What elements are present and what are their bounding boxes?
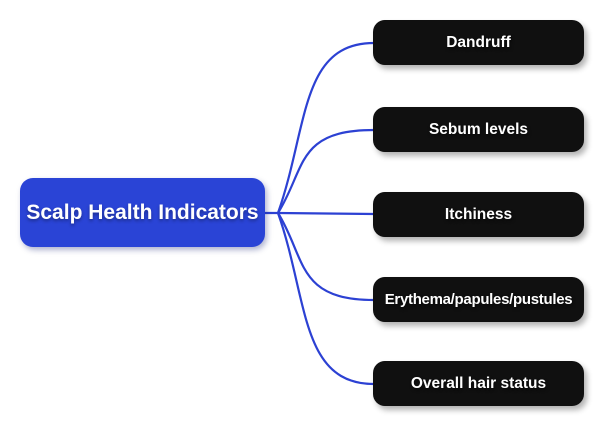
branch-node-overall-hair-status[interactable]: Overall hair status: [373, 361, 584, 406]
branch-node-erythema-papules-pustules[interactable]: Erythema/papules/pustules: [373, 277, 584, 322]
connector-erythema: [276, 211, 376, 302]
branch-node-label: Overall hair status: [410, 374, 547, 392]
root-node-label: Scalp Health Indicators: [26, 200, 259, 224]
branch-node-label: Sebum levels: [428, 120, 529, 138]
root-node-scalp-health-indicators[interactable]: Scalp Health Indicators: [20, 178, 265, 247]
connector-overall-hair-status: [276, 211, 376, 386]
branch-node-dandruff[interactable]: Dandruff: [373, 20, 584, 65]
connector-dandruff: [276, 41, 376, 215]
branch-node-label: Erythema/papules/pustules: [384, 291, 573, 308]
connector-sebum-levels: [276, 128, 376, 215]
branch-node-label: Dandruff: [446, 33, 511, 51]
branch-node-itchiness[interactable]: Itchiness: [373, 192, 584, 237]
branch-node-label: Itchiness: [444, 205, 513, 223]
connector-itchiness: [276, 211, 376, 216]
branch-node-sebum-levels[interactable]: Sebum levels: [373, 107, 584, 152]
